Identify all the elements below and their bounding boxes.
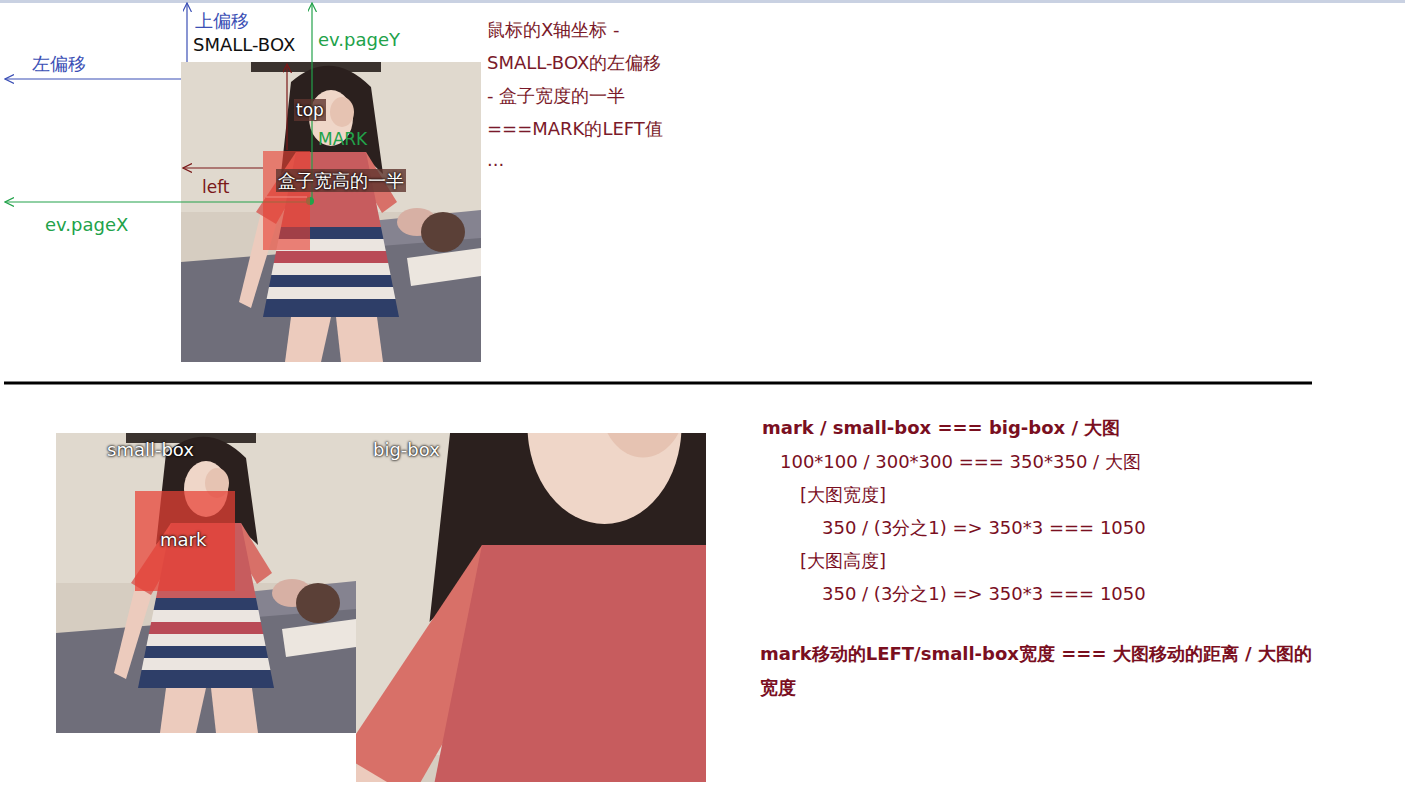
note-line: - 盒子宽度的一半: [487, 84, 625, 107]
note-line: SMALL-BOX的左偏移: [487, 51, 661, 74]
box-label: small-box: [107, 439, 194, 462]
page-label: ev.pageX: [45, 213, 128, 236]
small-box: SMALL-BOXMARK: [181, 62, 481, 362]
formula-line: 350 / (3分之1) => 350*3 === 1050: [822, 516, 1146, 539]
formula-line: [大图宽度]: [800, 483, 886, 506]
note-line: 鼠标的X轴坐标 -: [487, 18, 620, 41]
box-label: mark: [160, 529, 206, 552]
zoomed-photo: [356, 433, 706, 782]
formula-line: mark / small-box === big-box / 大图: [762, 416, 1120, 439]
offset-label: 上偏移: [195, 9, 249, 32]
mark-box: mark: [135, 491, 235, 591]
offset-label: 左偏移: [32, 52, 86, 75]
small-box: small-box mark: [56, 433, 356, 733]
offset-line: [5, 78, 181, 79]
box-label: MARK: [318, 129, 367, 150]
dimension-label: 盒子宽高的一半: [276, 169, 406, 192]
mark-box: MARK: [263, 151, 310, 250]
photo: [181, 62, 481, 362]
dimension-label: top: [294, 99, 326, 121]
note-line: ===MARK的LEFT值: [487, 117, 663, 140]
big-box: big-box: [356, 433, 706, 782]
photo: [56, 433, 356, 733]
top-line: [286, 64, 287, 150]
formula-line: 100*100 / 300*300 === 350*350 / 大图: [780, 450, 1141, 473]
formula-line: [大图高度]: [800, 549, 886, 572]
box-label: big-box: [373, 439, 440, 462]
formula-line: mark移动的LEFT/small-box宽度 === 大图移动的距离 / 大图…: [760, 637, 1320, 705]
formula-line: 350 / (3分之1) => 350*3 === 1050: [822, 582, 1146, 605]
offset-line: [186, 3, 187, 62]
dimension-label: left: [202, 176, 230, 198]
page-label: ev.pageY: [318, 28, 400, 51]
left-line: [183, 167, 263, 168]
box-label: SMALL-BOX: [193, 34, 295, 57]
separator: [4, 382, 1312, 385]
note-line: ...: [487, 148, 504, 171]
top-bar: [0, 0, 1405, 3]
